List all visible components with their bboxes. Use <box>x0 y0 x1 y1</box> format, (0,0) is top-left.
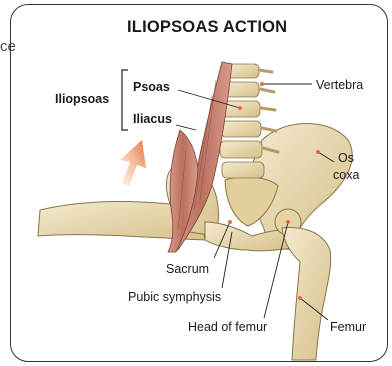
head-of-femur-label: Head of femur <box>188 320 267 334</box>
right-femur-shape <box>282 228 331 360</box>
vertebra-label: Vertebra <box>316 78 363 92</box>
pubic-symphysis-label: Pubic symphysis <box>128 290 221 304</box>
iliopsoas-bracket <box>122 70 128 130</box>
os-coxa-label-line1: Os <box>338 151 354 165</box>
figure-title: ILIOPSOAS ACTION <box>127 18 287 37</box>
action-arrow-icon <box>120 140 146 186</box>
os-coxa-label-line2: coxa <box>333 168 359 182</box>
femur-label: Femur <box>330 320 366 334</box>
sacrum-label: Sacrum <box>166 262 209 276</box>
iliopsoas-group-label: Iliopsoas <box>55 92 109 106</box>
psoas-label: Psoas <box>133 80 170 94</box>
iliacus-label: Iliacus <box>133 112 172 126</box>
